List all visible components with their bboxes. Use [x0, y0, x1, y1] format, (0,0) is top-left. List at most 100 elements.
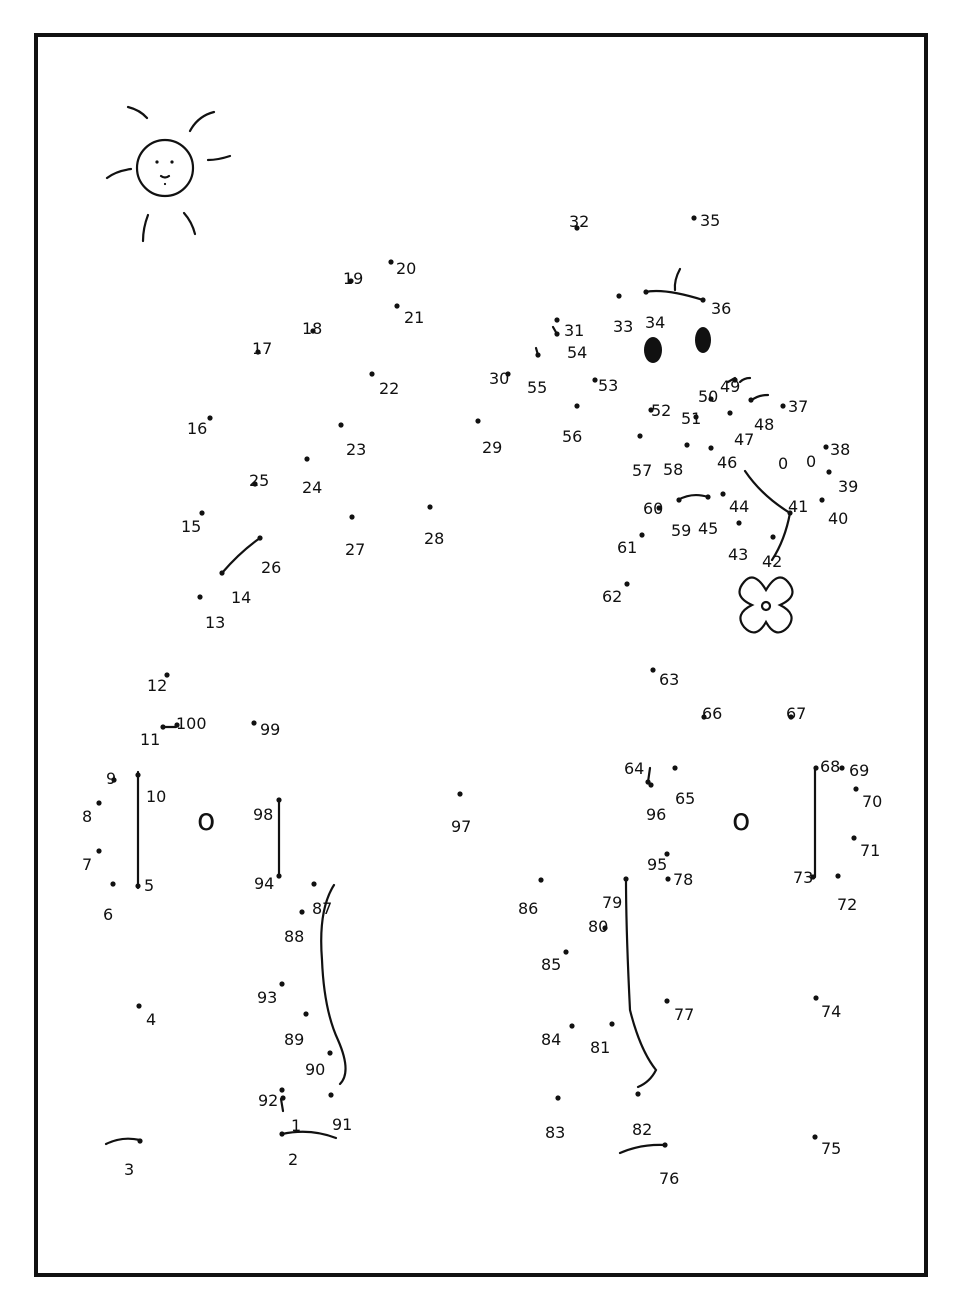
- eye-mark-left: 0: [778, 454, 788, 473]
- dot-73: [810, 874, 816, 880]
- dot-label-48: 48: [754, 415, 774, 434]
- dot-label-94: 94: [254, 874, 274, 893]
- dot-label-74: 74: [821, 1002, 841, 1021]
- nostril-right: o: [732, 803, 750, 838]
- dot-label-13: 13: [205, 613, 225, 632]
- dot-26: [257, 535, 263, 541]
- dot-label-98: 98: [253, 805, 273, 824]
- prefilled-strokes: [104, 325, 817, 1155]
- dot-40: [819, 497, 825, 503]
- dot-label-36: 36: [711, 299, 731, 318]
- dot-76: [662, 1142, 668, 1148]
- dot-33: [616, 293, 622, 299]
- dot-label-59: 59: [671, 521, 691, 540]
- dot-label-76: 76: [659, 1169, 679, 1188]
- dot-label-60: 60: [643, 499, 663, 518]
- dot-label-67: 67: [786, 704, 806, 723]
- dot-34: [643, 289, 649, 295]
- dot-label-46: 46: [717, 453, 737, 472]
- dot-label-10: 10: [146, 787, 166, 806]
- dot-28: [427, 504, 433, 510]
- dot-82: [635, 1091, 641, 1097]
- dot-label-86: 86: [518, 899, 538, 918]
- dot-label-57: 57: [632, 461, 652, 480]
- dot-label-2: 2: [288, 1150, 298, 1169]
- dot-label-23: 23: [346, 440, 366, 459]
- dot-label-79: 79: [602, 893, 622, 912]
- dot-label-14: 14: [231, 588, 251, 607]
- dot-label-92: 92: [258, 1091, 278, 1110]
- dot-label-54: 54: [567, 343, 587, 362]
- dot-label-70: 70: [862, 792, 882, 811]
- dot-label-30: 30: [489, 369, 509, 388]
- dot-43: [736, 520, 742, 526]
- dot-5: [135, 883, 141, 889]
- dot-45: [705, 494, 711, 500]
- dot-label-11: 11: [140, 730, 160, 749]
- dot-label-81: 81: [590, 1038, 610, 1057]
- dot-88: [299, 909, 305, 915]
- dot-49: [732, 377, 738, 383]
- dot-51: [693, 414, 699, 420]
- dot-label-26: 26: [261, 558, 281, 577]
- dot-label-63: 63: [659, 670, 679, 689]
- dot-label-16: 16: [187, 419, 207, 438]
- dot-79: [623, 876, 629, 882]
- dot-37: [780, 403, 786, 409]
- dot-98: [276, 797, 282, 803]
- dot-69: [839, 765, 845, 771]
- dot-41: [787, 510, 793, 516]
- dot-label-99: 99: [260, 720, 280, 739]
- dot-14: [219, 570, 225, 576]
- dot-93: [279, 981, 285, 987]
- dot-60: [656, 505, 662, 511]
- dot-label-5: 5: [144, 876, 154, 895]
- dot-90: [327, 1050, 333, 1056]
- dot-85: [563, 949, 569, 955]
- dot-label-27: 27: [345, 540, 365, 559]
- dot-label-3: 3: [124, 1160, 134, 1179]
- nostril-left: o: [197, 803, 215, 838]
- dot-label-72: 72: [837, 895, 857, 914]
- dot-47: [727, 410, 733, 416]
- dot-68: [813, 765, 819, 771]
- dot-46: [708, 445, 714, 451]
- dot-label-68: 68: [820, 757, 840, 776]
- dot-label-32: 32: [569, 212, 589, 231]
- dot-52: [648, 407, 654, 413]
- dot-label-47: 47: [734, 430, 754, 449]
- dot-84: [569, 1023, 575, 1029]
- dot-66: [701, 714, 707, 720]
- dot-label-24: 24: [302, 478, 322, 497]
- dot-label-53: 53: [598, 376, 618, 395]
- dot-label-80: 80: [588, 917, 608, 936]
- dot-label-87: 87: [312, 899, 332, 918]
- dot-78: [665, 876, 671, 882]
- dot-label-56: 56: [562, 427, 582, 446]
- dot-4: [136, 1003, 142, 1009]
- dot-70: [853, 786, 859, 792]
- dot-label-65: 65: [675, 789, 695, 808]
- dot-label-40: 40: [828, 509, 848, 528]
- dot-24: [304, 456, 310, 462]
- dot-55: [535, 352, 541, 358]
- dot-32: [574, 225, 580, 231]
- dot-95: [664, 851, 670, 857]
- dot-label-75: 75: [821, 1139, 841, 1158]
- dot-label-9: 9: [106, 769, 116, 788]
- dot-57: [637, 433, 643, 439]
- dot-29: [475, 418, 481, 424]
- dot-21: [394, 303, 400, 309]
- dot-label-62: 62: [602, 587, 622, 606]
- dot-label-17: 17: [252, 339, 272, 358]
- nostril-marks: o o 0 0: [197, 452, 816, 838]
- dot-label-73: 73: [793, 868, 813, 887]
- dot-96: [648, 782, 654, 788]
- dot-25: [252, 481, 258, 487]
- dot-label-58: 58: [663, 460, 683, 479]
- dot-label-89: 89: [284, 1030, 304, 1049]
- dot-80: [602, 925, 608, 931]
- dot-72: [835, 873, 841, 879]
- dot-label-96: 96: [646, 805, 666, 824]
- dot-label-20: 20: [396, 259, 416, 278]
